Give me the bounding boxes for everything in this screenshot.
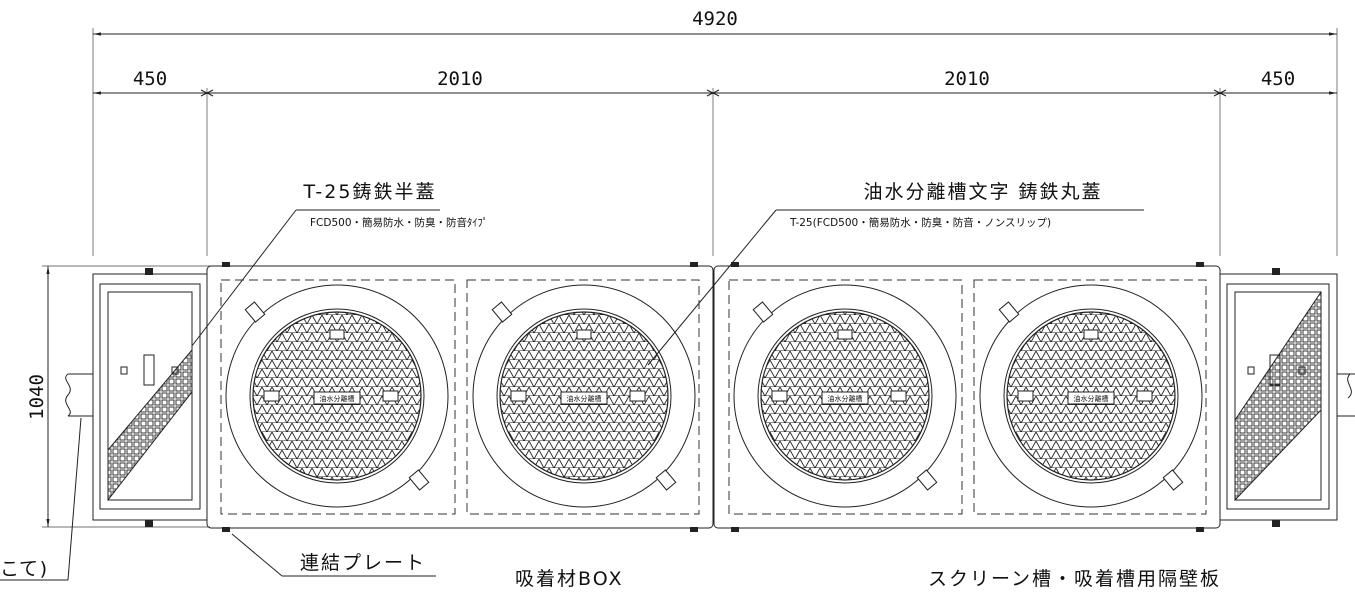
- callout-pipe-note: こて): [0, 417, 82, 581]
- dim-right-end-label: 450: [1261, 68, 1295, 90]
- dimension-segments: 450 2010 2010 450: [93, 68, 1337, 256]
- cover-label-2: 油水分離槽: [567, 394, 602, 403]
- manhole-cover-2: 油水分離槽: [472, 284, 696, 508]
- cover-label-4: 油水分離槽: [1074, 394, 1109, 403]
- dim-left-tank-label: 2010: [437, 68, 483, 90]
- cover-label-1: 油水分離槽: [320, 394, 355, 403]
- cover-label-3: 油水分離槽: [828, 394, 863, 403]
- dimension-height: 1040: [26, 265, 210, 528]
- dim-right-tank-label: 2010: [944, 68, 990, 90]
- dim-height-label: 1040: [26, 374, 48, 420]
- round-cover-title: 油水分離槽文字 鋳鉄丸蓋: [863, 180, 1102, 203]
- connect-plate-label: 連結プレート: [300, 552, 426, 574]
- dim-overall-label: 4920: [692, 8, 738, 30]
- inlet-pipe: [65, 373, 93, 417]
- right-tank: [713, 262, 1221, 532]
- manhole-cover-4: 油水分離槽: [979, 284, 1203, 508]
- manhole-cover-3: 油水分離槽: [733, 284, 957, 508]
- half-cover-spec: FCD500・簡易防水・防臭・防音ﾀｲﾌﾟ: [310, 216, 488, 229]
- callout-half-cover: T-25鋳鉄半蓋 FCD500・簡易防水・防臭・防音ﾀｲﾌﾟ: [171, 180, 488, 373]
- callout-round-cover: 油水分離槽文字 鋳鉄丸蓋 T-25(FCD500・簡易防水・防臭・防音・ノンスリ…: [647, 180, 1144, 366]
- manhole-cover-1: 油水分離槽: [225, 284, 449, 508]
- pipe-note-label: こて): [0, 558, 49, 580]
- partition-label: スクリーン槽・吸着槽用隔壁板: [928, 568, 1221, 590]
- left-end-box: [92, 268, 208, 527]
- right-end-box: [1219, 268, 1338, 527]
- dimension-overall: 4920: [92, 8, 1338, 256]
- callout-connect-plate: 連結プレート: [231, 533, 436, 577]
- absorber-box-label: 吸着材BOX: [515, 568, 623, 590]
- dim-left-end-label: 450: [133, 68, 167, 90]
- outlet-pipe: [1337, 373, 1355, 417]
- left-tank: [206, 262, 714, 532]
- half-cover-title: T-25鋳鉄半蓋: [303, 180, 437, 203]
- round-cover-spec: T-25(FCD500・簡易防水・防臭・防音・ノンスリップ): [789, 216, 1051, 229]
